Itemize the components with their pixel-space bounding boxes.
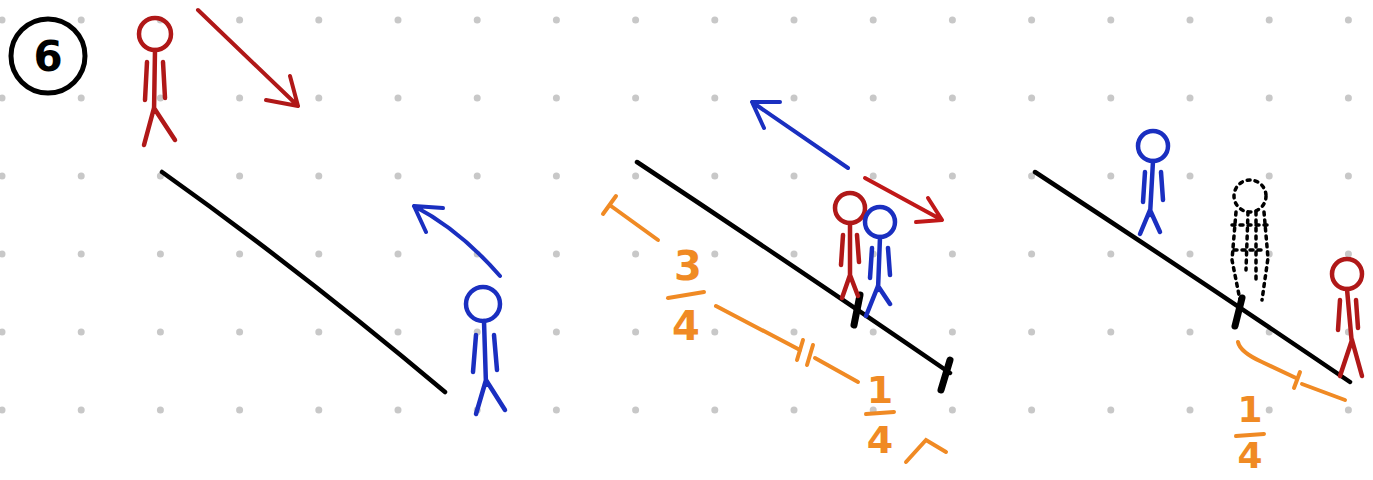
dimension-line [1236, 342, 1345, 436]
red-arrow [865, 178, 942, 222]
fraction-denominator: 4 [672, 306, 700, 346]
red-figure [1332, 259, 1362, 376]
fraction-denominator: 4 [1237, 438, 1262, 474]
dimension-line [603, 196, 946, 462]
ghost-figure [1232, 180, 1268, 300]
fraction-numerator: 1 [1237, 392, 1262, 428]
number-circle [11, 19, 85, 93]
slope-line [162, 172, 445, 392]
blue-figure [865, 207, 895, 316]
blue-figure [1138, 131, 1168, 234]
blue-figure [466, 287, 505, 414]
position-mark [854, 295, 860, 325]
dot-grid [0, 17, 1352, 414]
position-mark [1235, 298, 1242, 326]
fraction-numerator: 1 [867, 371, 893, 409]
slope-line [637, 162, 950, 373]
fraction-numerator: 3 [674, 246, 702, 286]
fraction-denominator: 4 [867, 421, 893, 459]
red-arrow [198, 10, 298, 106]
red-figure [835, 193, 865, 298]
slope-line [1035, 172, 1350, 382]
end-mark [941, 360, 950, 390]
blue-arrow [752, 102, 848, 168]
panel-number: 6 [33, 36, 62, 78]
blue-arrow [414, 206, 500, 276]
red-figure [139, 18, 175, 145]
